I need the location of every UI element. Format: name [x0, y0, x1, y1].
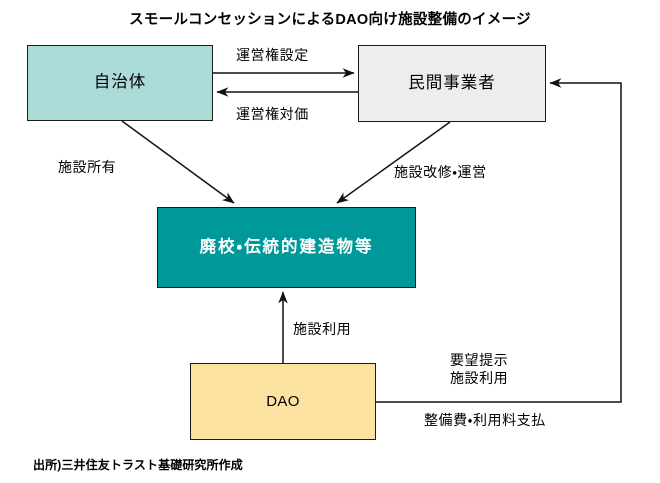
- edge-label-fee: 運営権対価: [236, 106, 309, 122]
- edge-label-ownership: 施設所有: [58, 159, 117, 175]
- node-private-operator-label: 民間事業者: [408, 73, 496, 92]
- edge-label-request-line2: 施設利用: [450, 369, 509, 386]
- edge-ownership: [121, 120, 235, 204]
- node-private-operator[interactable]: 民間事業者: [358, 45, 546, 122]
- edge-label-renovation: 施設改修・運営: [394, 164, 487, 180]
- edge-label-payment: 整備費・利用料支払: [424, 412, 546, 428]
- node-municipality-label: 自治体: [93, 73, 147, 92]
- edge-label-grant: 運営権設定: [236, 47, 309, 63]
- edge-label-request: 要望提示 施設利用: [450, 352, 508, 387]
- page-title: スモールコンセッションによるDAO向け施設整備のイメージ: [129, 12, 531, 28]
- node-municipality[interactable]: 自治体: [27, 45, 213, 121]
- edge-label-request-line1: 要望提示: [450, 352, 509, 368]
- node-dao[interactable]: DAO: [190, 363, 376, 440]
- node-facility-label: 廃校・伝統的建造物等: [199, 237, 374, 256]
- edge-renovation: [336, 121, 451, 204]
- source-note: 出所)三井住友トラスト基礎研究所作成: [33, 458, 243, 472]
- node-dao-label: DAO: [266, 392, 300, 410]
- node-facility[interactable]: 廃校・伝統的建造物等: [157, 207, 416, 288]
- edge-request-payment: [376, 78, 622, 403]
- edge-label-use: 施設利用: [293, 321, 352, 337]
